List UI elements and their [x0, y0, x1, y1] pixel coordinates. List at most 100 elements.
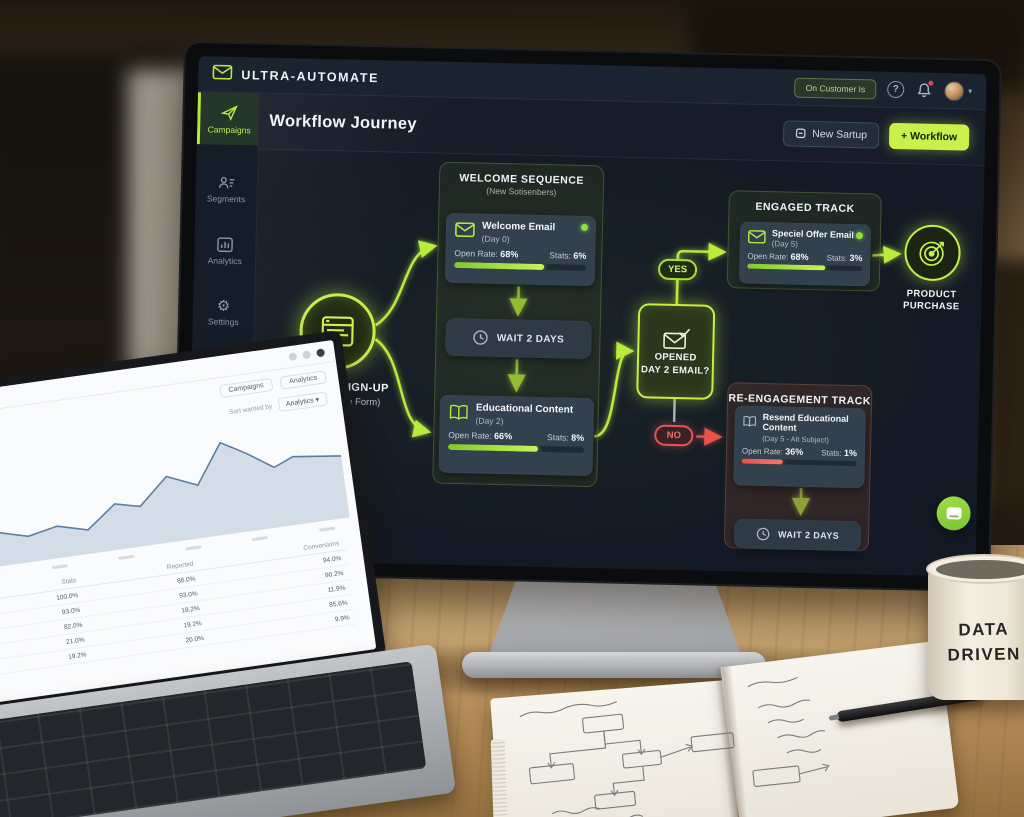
sidebar-item-campaigns[interactable]: Campaigns [196, 92, 259, 146]
chevron-down-icon: ▾ [968, 86, 973, 96]
avatar [943, 80, 965, 101]
envelope-icon [455, 222, 475, 238]
user-menu[interactable]: ▾ [943, 80, 973, 102]
card-subtitle: (Day 0) [481, 233, 510, 244]
app-body: Campaigns Segments A [187, 92, 986, 577]
target-icon [919, 241, 944, 266]
workflow-connectors [374, 240, 902, 517]
segments-icon [218, 176, 234, 188]
notifications-bell[interactable] [915, 79, 935, 99]
paper-plane-icon [220, 104, 238, 121]
bell-icon [917, 83, 931, 98]
card-title: Resend Educational Content [762, 412, 849, 434]
mug-text: DATA DRIVEN [947, 619, 1021, 665]
book-icon [449, 404, 468, 420]
customer-pill[interactable]: On Customer Is [794, 77, 877, 100]
handwritten-flowchart-sketch [519, 677, 830, 817]
laptop-tab-analytics: Analytics [279, 370, 327, 390]
progress-bar [747, 263, 863, 272]
laptop: Campaigns Analytics Sort wanted by Analy… [0, 323, 457, 817]
card-title: Speciel Offer Email [771, 228, 855, 241]
app-topbar: ULTRA-AUTOMATE On Customer Is ? ▾ [197, 56, 987, 110]
engaged-track-group[interactable]: ENGAGED TRACK Speciel Offer Email [726, 190, 882, 292]
decision-line1: OPENED [654, 351, 697, 363]
laptop-screen: Campaigns Analytics Sort wanted by Analy… [0, 329, 387, 716]
sidebar-item-settings[interactable]: ⚙ Settings [192, 286, 254, 339]
stats: Stats: 6% [549, 249, 587, 261]
wait-label: WAIT 2 DAYS [777, 529, 840, 541]
gear-icon: ⚙ [216, 297, 231, 315]
workflow-canvas: WEBSITE SIGN-UP (Lead Capture Form) WELC… [249, 149, 985, 577]
wait-node[interactable]: WAIT 2 DAYS [445, 317, 592, 360]
card-subtitle: (Day 2) [475, 415, 504, 426]
open-rate: Open Rate: 68% [747, 251, 809, 263]
new-setup-button[interactable]: New Sartup [782, 119, 880, 149]
envelope-icon [747, 230, 766, 244]
sidebar-item-label: Analytics [207, 254, 242, 266]
card-subtitle: (Day 5 - Alt Subject) [762, 433, 830, 445]
envelope-logo-icon [212, 64, 233, 84]
open-rate: Open Rate: 36% [741, 446, 804, 457]
clock-icon [756, 527, 770, 541]
welcome-email-card[interactable]: Welcome Email (Day 0) Open Rate: 68% Sta… [444, 212, 597, 287]
welcome-sequence-group[interactable]: WELCOME SEQUENCE (New Sotisenbers) Wel [432, 161, 605, 488]
wait-label: WAIT 2 DAYS [496, 332, 565, 345]
clock-icon [473, 330, 488, 345]
decision-line2: DAY 2 EMAIL? [640, 363, 710, 377]
notebook [486, 631, 974, 817]
open-rate: Open Rate: 68% [454, 247, 519, 259]
laptop-filter-label: Sort wanted by [228, 402, 273, 416]
setup-icon [795, 128, 806, 139]
sidebar-item-analytics[interactable]: Analytics [194, 224, 256, 277]
stats: Stats: 8% [547, 431, 585, 443]
chat-icon [945, 507, 962, 520]
progress-bar [741, 458, 857, 466]
monitor-stand-neck [487, 575, 743, 660]
page-actions: New Sartup + Workflow [782, 119, 970, 151]
brand: ULTRA-AUTOMATE [212, 64, 379, 88]
envelope-check-icon [662, 328, 690, 349]
mug-opening [936, 560, 1024, 579]
open-rate: Open Rate: 66% [448, 429, 513, 441]
book-icon [743, 416, 756, 427]
sidebar-item-segments[interactable]: Segments [195, 162, 257, 215]
no-branch-label: NO [654, 424, 694, 447]
sidebar-item-label: Segments [206, 192, 246, 204]
topbar-right: On Customer Is ? ▾ [794, 77, 972, 101]
laptop-area-chart [0, 407, 359, 582]
monitor-stand-base [462, 652, 766, 678]
main-panel: Workflow Journey New Sartup + Workflow [249, 93, 986, 577]
group-title: ENGAGED TRACK [755, 200, 855, 216]
stats: Stats: 1% [821, 447, 858, 458]
yes-branch-label: YES [657, 258, 698, 281]
notification-badge [927, 79, 935, 87]
monitor: ULTRA-AUTOMATE On Customer Is ? ▾ [172, 40, 1002, 593]
help-icon[interactable]: ? [887, 80, 905, 99]
resend-educational-card[interactable]: Resend Educational Content (Day 5 - Alt … [733, 405, 866, 489]
laptop-dashboard: Campaigns Analytics Sort wanted by Analy… [0, 339, 377, 705]
app-window: ULTRA-AUTOMATE On Customer Is ? ▾ [187, 56, 987, 577]
decision-node[interactable]: OPENED DAY 2 EMAIL? [636, 303, 716, 400]
progress-bar [454, 261, 587, 271]
progress-bar [447, 443, 585, 453]
page-title: Workflow Journey [269, 111, 418, 134]
reengagement-track-group[interactable]: RE-ENGAGEMENT TRACK Resend Educational C… [723, 382, 873, 552]
new-setup-label: New Sartup [812, 127, 868, 141]
product-purchase-label: PRODUCT PURCHASE [902, 288, 960, 313]
special-offer-card[interactable]: Speciel Offer Email (Day 5) Open Rate: 6… [738, 221, 872, 287]
wait-node[interactable]: WAIT 2 DAYS [733, 518, 862, 552]
page-header: Workflow Journey New Sartup + Workflow [258, 93, 986, 166]
sidebar-item-label: Campaigns [207, 123, 251, 135]
sidebar-item-label: Settings [207, 316, 239, 328]
stats: Stats: 3% [826, 253, 863, 264]
product-purchase-node[interactable] [903, 224, 962, 282]
new-workflow-button[interactable]: + Workflow [888, 122, 970, 151]
card-title: Educational Content [475, 402, 574, 416]
card-subtitle: (Day 5) [771, 239, 799, 250]
laptop-filter-select: Analytics ▾ [277, 391, 328, 413]
educational-content-card[interactable]: Educational Content (Day 2) Open Rate: 6… [438, 394, 595, 477]
active-status-dot [580, 223, 589, 231]
bar-chart-icon [217, 236, 233, 252]
brand-name: ULTRA-AUTOMATE [241, 67, 380, 85]
